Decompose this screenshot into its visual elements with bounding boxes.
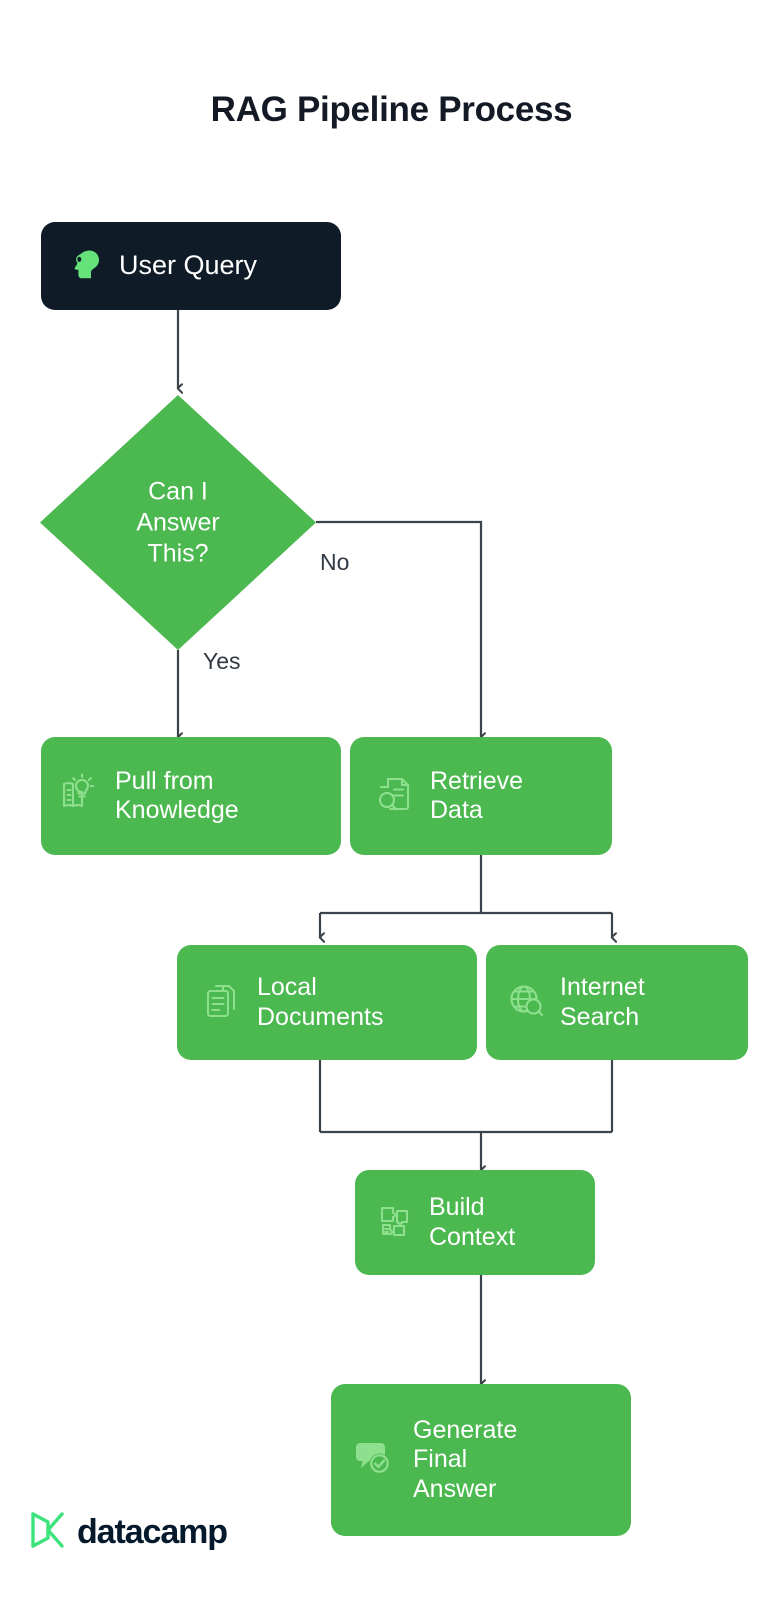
node-local-documents[interactable]: Local Documents [177, 945, 477, 1060]
node-user-query[interactable]: User Query [41, 222, 341, 310]
puzzle-blocks-icon [373, 1198, 417, 1247]
node-internet-search[interactable]: Internet Search [486, 945, 748, 1060]
node-label: Can I Answer This? [136, 477, 220, 567]
node-label: Local Documents [257, 973, 384, 1031]
node-label: Build Context [429, 1193, 516, 1251]
page-title: RAG Pipeline Process [210, 90, 573, 129]
brand-wordmark: datacamp [77, 1513, 228, 1551]
node-label: User Query [119, 250, 258, 281]
globe-search-icon [504, 978, 548, 1027]
node-decision-can-i-answer-this[interactable]: Can I Answer This? [40, 395, 316, 650]
node-label: Generate Final Answer [413, 1415, 518, 1503]
datacamp-logo-icon [28, 1508, 68, 1557]
document-search-icon [372, 772, 416, 821]
datacamp-logo[interactable]: datacamp [28, 1508, 228, 1557]
book-idea-icon [57, 771, 103, 822]
node-label: Pull from Knowledge [115, 766, 239, 825]
chat-check-icon [349, 1433, 399, 1488]
node-pull-from-knowledge[interactable]: Pull from Knowledge [41, 737, 341, 855]
node-generate-final-answer[interactable]: Generate Final Answer [331, 1384, 631, 1536]
head-brain-icon [65, 244, 105, 289]
edge-label-yes: Yes [203, 648, 241, 674]
node-build-context[interactable]: Build Context [355, 1170, 595, 1275]
edge-label-no: No [320, 549, 350, 575]
node-label: Retrieve Data [430, 766, 524, 825]
node-retrieve-data[interactable]: Retrieve Data [350, 737, 612, 855]
documents-stack-icon [199, 978, 243, 1027]
node-label: Internet Search [560, 973, 645, 1031]
